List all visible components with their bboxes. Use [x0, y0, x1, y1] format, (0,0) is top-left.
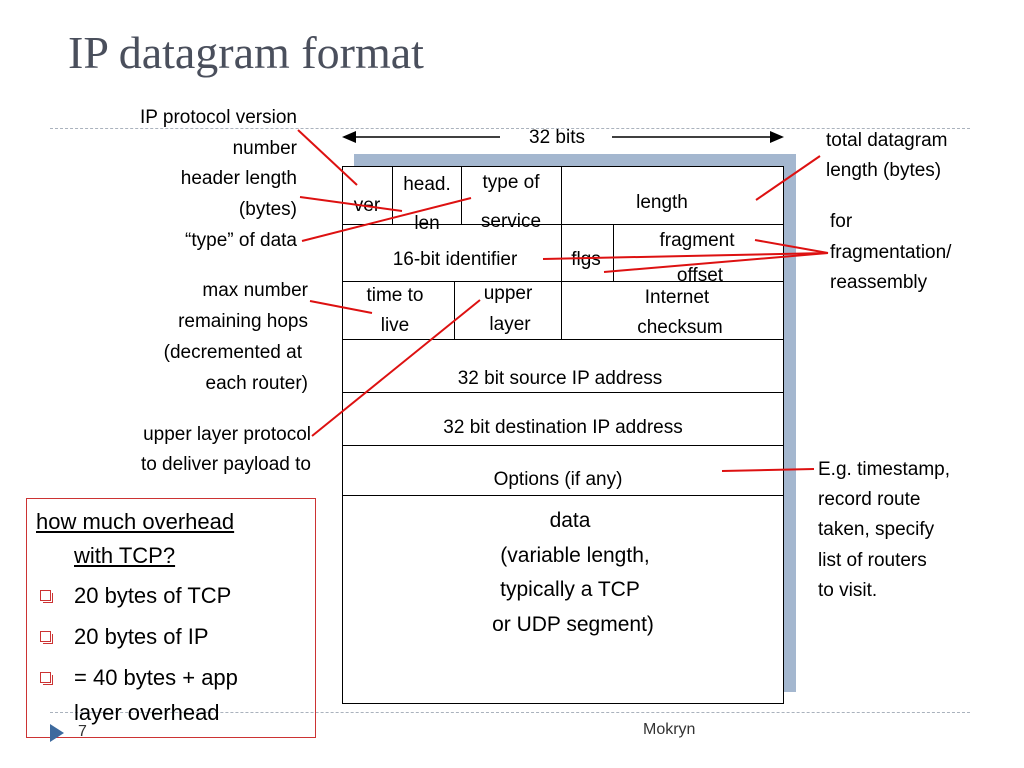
label-opt-3: taken, specify: [818, 519, 935, 540]
label-frag-1: for: [830, 211, 853, 232]
field-flgs: flgs: [571, 249, 601, 270]
label-upper-1: upper layer protocol: [143, 424, 311, 445]
field-frag-1: fragment: [659, 230, 735, 251]
label-hlen-2: (bytes): [238, 199, 297, 220]
page-title: IP datagram format: [68, 27, 424, 78]
field-data-1: data: [549, 509, 591, 532]
label-version-2: number: [232, 138, 297, 159]
overhead-item-3a: = 40 bytes + app: [74, 665, 238, 690]
field-checksum-2: checksum: [637, 317, 723, 338]
label-upper-2: to deliver payload to: [140, 454, 311, 475]
bits-label: 32 bits: [529, 127, 585, 148]
bottom-divider: [50, 712, 970, 713]
overhead-box: [26, 498, 316, 738]
label-ttl-3: (decremented at: [163, 342, 302, 363]
field-ttl-2: live: [380, 315, 410, 336]
field-ttl-1: time to: [366, 285, 424, 306]
label-opt-4: list of routers: [818, 550, 927, 571]
page-number: 7: [78, 723, 87, 740]
label-opt-1: E.g. timestamp,: [818, 459, 950, 480]
label-ttl-2: remaining hops: [178, 311, 308, 332]
field-ver: ver: [353, 195, 381, 216]
label-total-2: length (bytes): [826, 160, 942, 181]
field-src: 32 bit source IP address: [457, 368, 663, 389]
bullet-icon: [40, 590, 53, 603]
field-head-len-1: head.: [403, 174, 451, 195]
label-total-1: total datagram: [826, 130, 948, 151]
field-frag-2: offset: [676, 266, 724, 281]
field-data-2: (variable length,: [500, 544, 650, 567]
label-opt-2: record route: [818, 489, 921, 510]
field-tos-1: type of: [482, 172, 540, 193]
label-frag-3: reassembly: [830, 272, 928, 293]
top-divider: [50, 128, 970, 129]
field-length: length: [636, 192, 688, 213]
overhead-heading-2: with TCP?: [74, 543, 176, 568]
field-identifier: 16-bit identifier: [392, 249, 518, 270]
field-data-3: typically a TCP: [500, 578, 640, 601]
field-dst: 32 bit destination IP address: [443, 417, 683, 438]
field-tos-2: service: [480, 211, 542, 232]
bullet-icon: [40, 672, 53, 685]
label-opt-5: to visit.: [818, 580, 878, 601]
overhead-item-1: 20 bytes of TCP: [74, 583, 232, 608]
field-upper-1: upper: [483, 283, 533, 304]
overhead-heading-1: how much overhead: [36, 509, 235, 534]
label-ttl-4: each router): [205, 373, 308, 394]
label-version-1: IP protocol version: [139, 107, 297, 128]
field-head-len-2: len: [414, 213, 440, 234]
field-upper-2: layer: [489, 314, 531, 335]
label-ttl-1: max number: [202, 280, 308, 301]
field-options: Options (if any): [493, 469, 623, 490]
overhead-item-2: 20 bytes of IP: [74, 624, 209, 649]
footer-author: Mokryn: [643, 721, 696, 738]
label-tos: “type” of data: [185, 230, 297, 251]
bullet-icon: [40, 631, 53, 644]
field-checksum-1: Internet: [644, 287, 710, 308]
overhead-item-3b: layer overhead: [74, 700, 220, 725]
field-data-4: or UDP segment): [492, 613, 654, 636]
label-hlen-1: header length: [180, 168, 297, 189]
label-frag-2: fragmentation/: [830, 242, 952, 263]
